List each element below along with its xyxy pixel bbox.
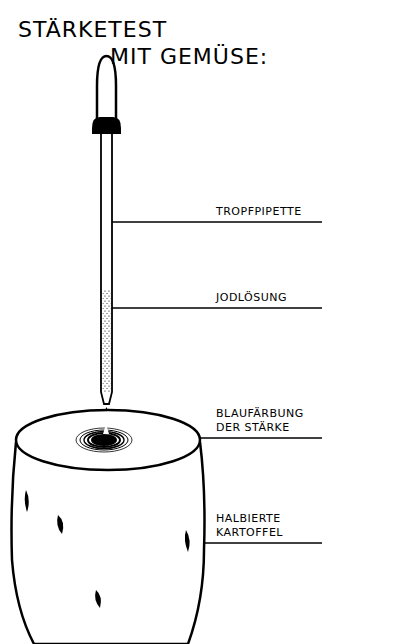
potato-eyes	[25, 490, 190, 608]
potato-body	[12, 442, 205, 644]
part-label: HALBIERTE KARTOFFEL	[216, 512, 326, 540]
iodine-liquid	[103, 290, 111, 392]
leader-line	[112, 307, 322, 308]
title-block: STÄRKETEST MIT GEMÜSE:	[18, 16, 318, 70]
potato-cut-surface	[16, 410, 200, 470]
part-label: TROPFPIPETTE	[216, 205, 326, 219]
part-label: BLAUFÄRBUNG DER STÄRKE	[216, 407, 326, 435]
title: STÄRKETEST MIT GEMÜSE:	[18, 17, 268, 69]
leader-line	[112, 221, 322, 222]
pipette-collar	[92, 117, 121, 134]
pipette-tube	[101, 134, 112, 404]
drop-impact	[103, 424, 109, 434]
spacer	[198, 16, 318, 43]
part-label: JODLÖSUNG	[216, 291, 326, 305]
